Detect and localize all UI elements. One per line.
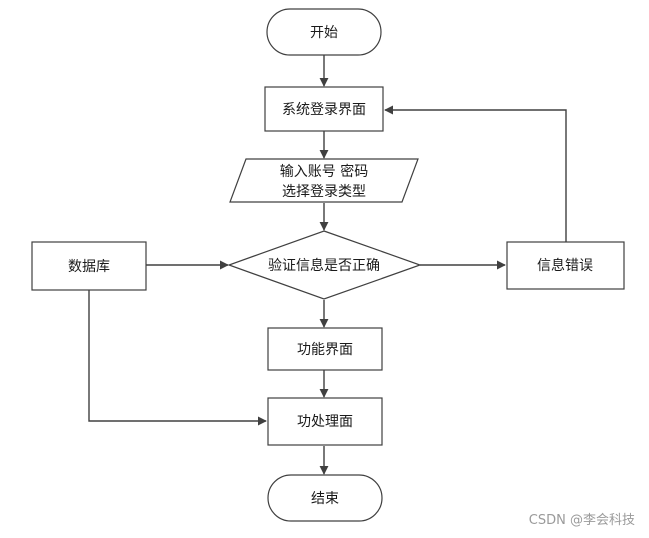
node-info-error: 信息错误 [506,241,625,290]
edge-error-to-login [384,105,567,242]
node-input: 输入账号 密码 选择登录类型 [229,158,419,203]
node-end: 结束 [267,474,383,522]
input-label-line1: 输入账号 密码 [280,163,368,180]
process-page-label: 功处理面 [297,414,353,430]
info-error-label: 信息错误 [537,257,593,274]
input-parallelogram [229,158,419,203]
verify-label: 验证信息是否正确 [268,257,380,274]
node-database: 数据库 [31,241,147,291]
watermark: CSDN @李会科技 [528,513,635,528]
info-error-box [506,241,625,290]
start-terminal-shape [266,8,382,56]
database-label: 数据库 [68,259,110,275]
login-page-label: 系统登录界面 [282,102,366,118]
edge-database-to-process [88,290,267,426]
verify-diamond [227,230,422,300]
end-label: 结束 [311,491,339,507]
input-label-line2: 选择登录类型 [282,184,366,200]
edges [88,55,567,475]
node-process-page: 功处理面 [267,397,383,446]
start-label: 开始 [310,25,338,41]
node-verify: 验证信息是否正确 [227,230,422,300]
node-start: 开始 [266,8,382,56]
database-box [31,241,147,291]
end-terminal-shape [267,474,383,522]
node-function-page: 功能界面 [267,327,383,371]
function-page-box [267,327,383,371]
login-page-box [264,86,384,132]
function-page-label: 功能界面 [297,342,353,358]
node-login-page: 系统登录界面 [264,86,384,132]
process-page-box [267,397,383,446]
